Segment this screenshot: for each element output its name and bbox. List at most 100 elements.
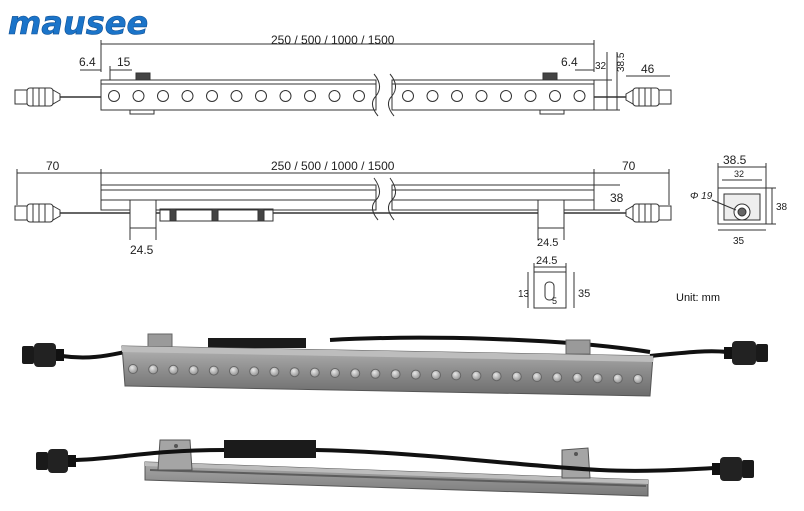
led-lens [269,366,280,377]
side-bracket-right [537,199,565,229]
top-led-row [108,90,586,102]
side-cable-right-label: 70 [622,159,636,173]
led-lens [532,372,542,382]
top-end-offset-left-label: 6.4 [79,55,96,69]
side-cable-left-label: 70 [46,159,60,173]
side-bracket-left-label: 24.5 [130,243,154,257]
led-lens [230,90,243,102]
led-lens [572,372,583,383]
photo-front-connector-left [22,343,64,367]
top-length-label: 250 / 500 / 1000 / 1500 [271,33,395,47]
side-base-left [100,199,377,211]
led-lens [188,365,199,376]
photo-front-connector-right [724,341,768,365]
led-lens [148,364,159,375]
brand-logo: mausee [8,4,149,43]
photo-front-bracket-right [565,339,591,355]
led-lens [304,90,316,102]
led-lens [168,364,179,375]
photo-back-connector-left [36,449,76,473]
led-lens [249,366,260,377]
top-width-label: 32 [595,61,607,72]
led-lens [451,370,462,381]
product-photo-front [22,333,768,397]
led-lens [475,90,488,102]
top-bracket-foot [129,109,155,115]
top-housing-right [391,79,595,111]
photo-back-cable-right [315,448,715,473]
led-lens [390,369,401,380]
side-base-right [391,199,595,211]
led-lens [353,90,365,102]
unit-note: Unit: mm [676,292,720,304]
top-height-label: 38.5 [616,52,627,72]
led-lens [573,90,586,102]
side-connector-right [625,203,672,223]
top-connector-label: 46 [641,62,655,76]
side-view [14,169,672,240]
top-connector-left [14,87,61,107]
side-housing-right [391,184,595,201]
photo-back-bracket-left [157,439,193,471]
side-length-label: 250 / 500 / 1000 / 1500 [271,159,395,173]
photo-front-cable-left [61,350,126,360]
led-lens [511,371,522,382]
side-housing-left [100,184,377,201]
top-led-pitch-label: 15 [117,55,131,69]
led-lens [592,373,603,384]
led-lens [370,368,381,379]
bracket-slot-offset-label: 13 [518,289,530,300]
brand-logo-text: mausee [8,4,148,42]
end-height-label: 38 [776,202,788,213]
bracket-outline [533,271,567,309]
end-hole-label: Φ 19 [690,191,713,202]
led-lens [128,364,138,374]
led-lens [500,90,512,102]
led-lens [471,370,482,381]
top-bracket-left [135,72,151,81]
led-lens [108,90,120,102]
top-view [14,40,672,117]
led-lens [410,369,421,380]
led-lens [229,366,239,376]
led-lens [309,367,320,378]
end-profile-outline [717,187,767,225]
top-connector-right [625,87,672,107]
led-lens [328,90,341,102]
side-bracket-right-label: 24.5 [537,237,558,249]
side-bracket-left [129,199,157,229]
led-lens [289,367,300,378]
end-width-inner-label: 32 [734,169,744,179]
photo-back-connector-right [712,457,754,481]
top-end-offset-right-label: 6.4 [561,55,578,69]
top-break-mark [372,73,380,117]
side-connector-left [14,203,61,223]
led-lens [255,90,267,102]
end-width-outer-label: 38.5 [723,153,747,167]
led-lens [633,374,643,384]
top-bracket-foot [539,109,565,115]
led-lens [132,90,145,102]
photo-back-driver-box [224,440,316,458]
bracket-height-label: 35 [578,288,590,300]
end-view [711,163,776,231]
led-lens [426,90,439,102]
led-lens [206,90,218,102]
bracket-detail [527,263,575,309]
led-lens [279,90,292,102]
end-base-label: 35 [733,236,745,247]
side-height-label: 38 [610,191,624,205]
product-photo-back [36,439,754,497]
led-lens [451,90,463,102]
led-lens [552,372,563,383]
led-lens [330,368,340,378]
top-housing-left [100,79,377,111]
photo-front-led-row [128,364,643,384]
led-lens [524,90,537,102]
bracket-slot-width-label: 5 [552,296,557,306]
top-bracket-right [542,72,558,81]
top-break-mark [388,73,396,117]
photo-back-cable-left [71,448,225,462]
led-lens [549,90,561,102]
